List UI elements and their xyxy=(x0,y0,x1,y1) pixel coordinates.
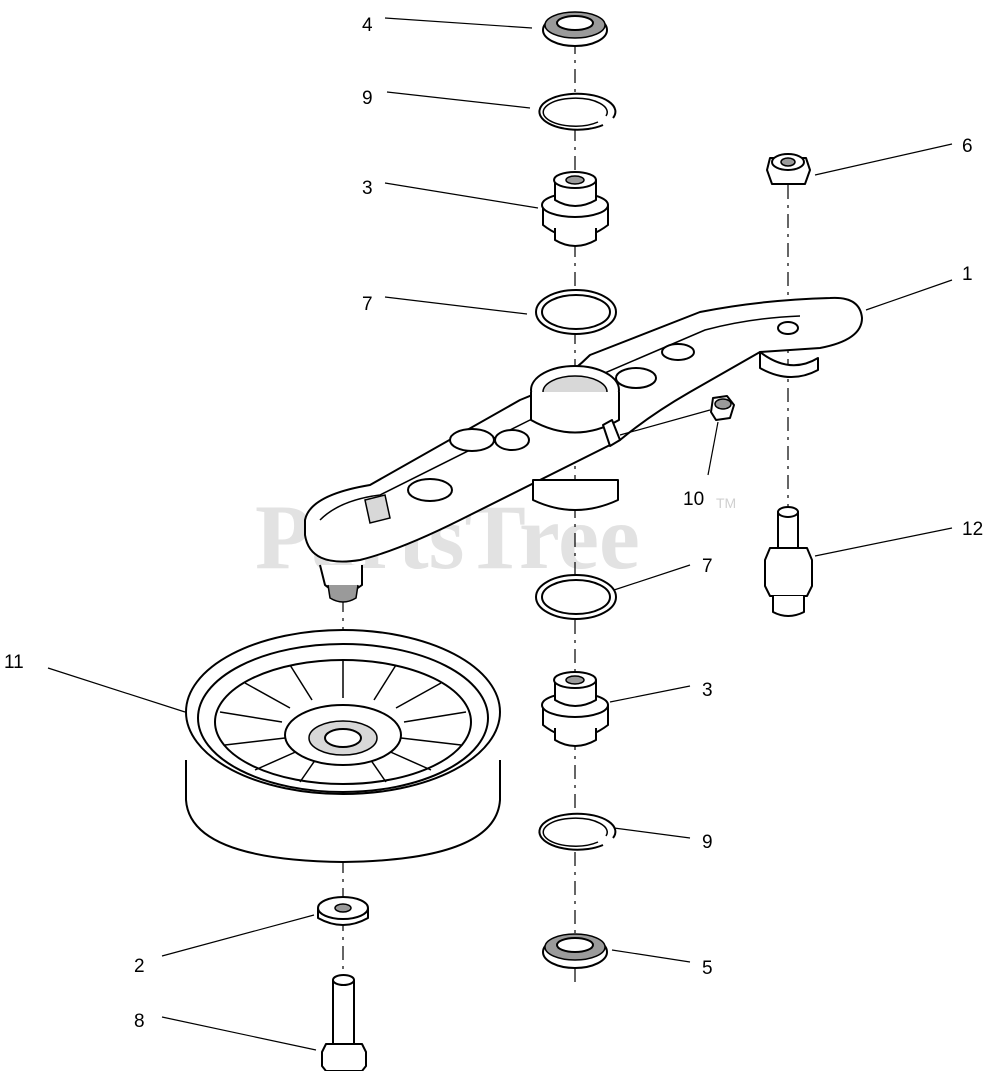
part-bearing-top xyxy=(541,171,609,247)
leader-lines xyxy=(47,17,953,1051)
callout-9-bottom: 9 xyxy=(702,832,713,853)
part-bearing-bottom xyxy=(541,671,609,747)
part-idler-arm xyxy=(304,296,863,603)
callout-12: 12 xyxy=(962,519,983,540)
part-nut xyxy=(766,153,811,185)
part-snap-ring-top xyxy=(538,92,617,131)
part-grease-fitting xyxy=(710,395,735,421)
callout-2: 2 xyxy=(134,956,145,977)
part-snap-ring-bottom xyxy=(538,812,617,851)
callout-11: 11 xyxy=(4,652,24,673)
callout-3-bottom: 3 xyxy=(702,680,713,701)
part-washer xyxy=(317,896,369,926)
callout-8: 8 xyxy=(134,1011,145,1032)
part-seal-bottom xyxy=(542,933,608,969)
callout-3-top: 3 xyxy=(362,178,373,199)
callout-1: 1 xyxy=(962,264,973,285)
callout-5: 5 xyxy=(702,958,713,979)
part-o-ring-bottom xyxy=(535,574,617,620)
callout-6: 6 xyxy=(962,136,973,157)
callout-4: 4 xyxy=(362,15,373,36)
callout-7-top: 7 xyxy=(362,294,373,315)
callout-labels: 4 9 3 7 6 1 10 12 7 11 3 9 2 5 8 xyxy=(4,15,983,1032)
callout-9-top: 9 xyxy=(362,88,373,109)
part-o-ring-top xyxy=(535,289,617,335)
callout-10: 10 xyxy=(683,489,704,510)
part-pulley xyxy=(185,629,501,863)
watermark-trademark: TM xyxy=(716,495,736,511)
part-seal-top xyxy=(542,11,608,47)
part-stud-shaft xyxy=(764,506,813,617)
callout-7-bottom: 7 xyxy=(702,556,713,577)
part-bolt xyxy=(321,974,367,1071)
